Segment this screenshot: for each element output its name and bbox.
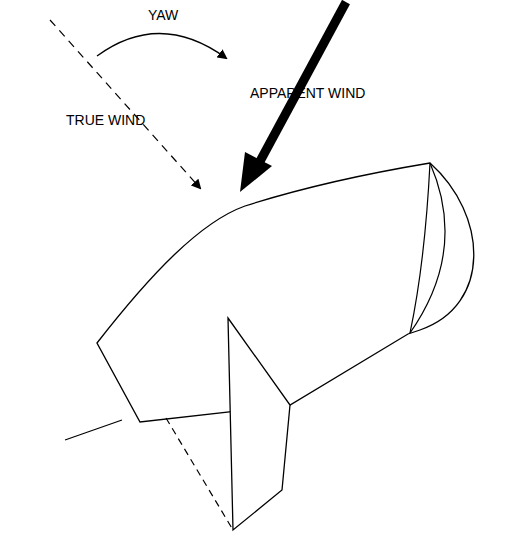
apparent-wind-head <box>240 152 272 192</box>
axis-line <box>166 418 233 530</box>
kite-canopy <box>97 163 474 422</box>
yaw-arc <box>97 33 226 58</box>
yaw-label: YAW <box>148 8 178 22</box>
apparent-wind-shaft <box>258 2 346 165</box>
kite-fin <box>228 318 290 530</box>
true-wind-label: TRUE WIND <box>66 113 145 127</box>
canopy-cell <box>410 163 445 333</box>
true-wind-arrow <box>50 20 200 188</box>
canopy-cell <box>410 163 430 333</box>
apparent-wind-label: APPARENT WIND <box>250 86 365 100</box>
tether-line <box>65 420 122 440</box>
